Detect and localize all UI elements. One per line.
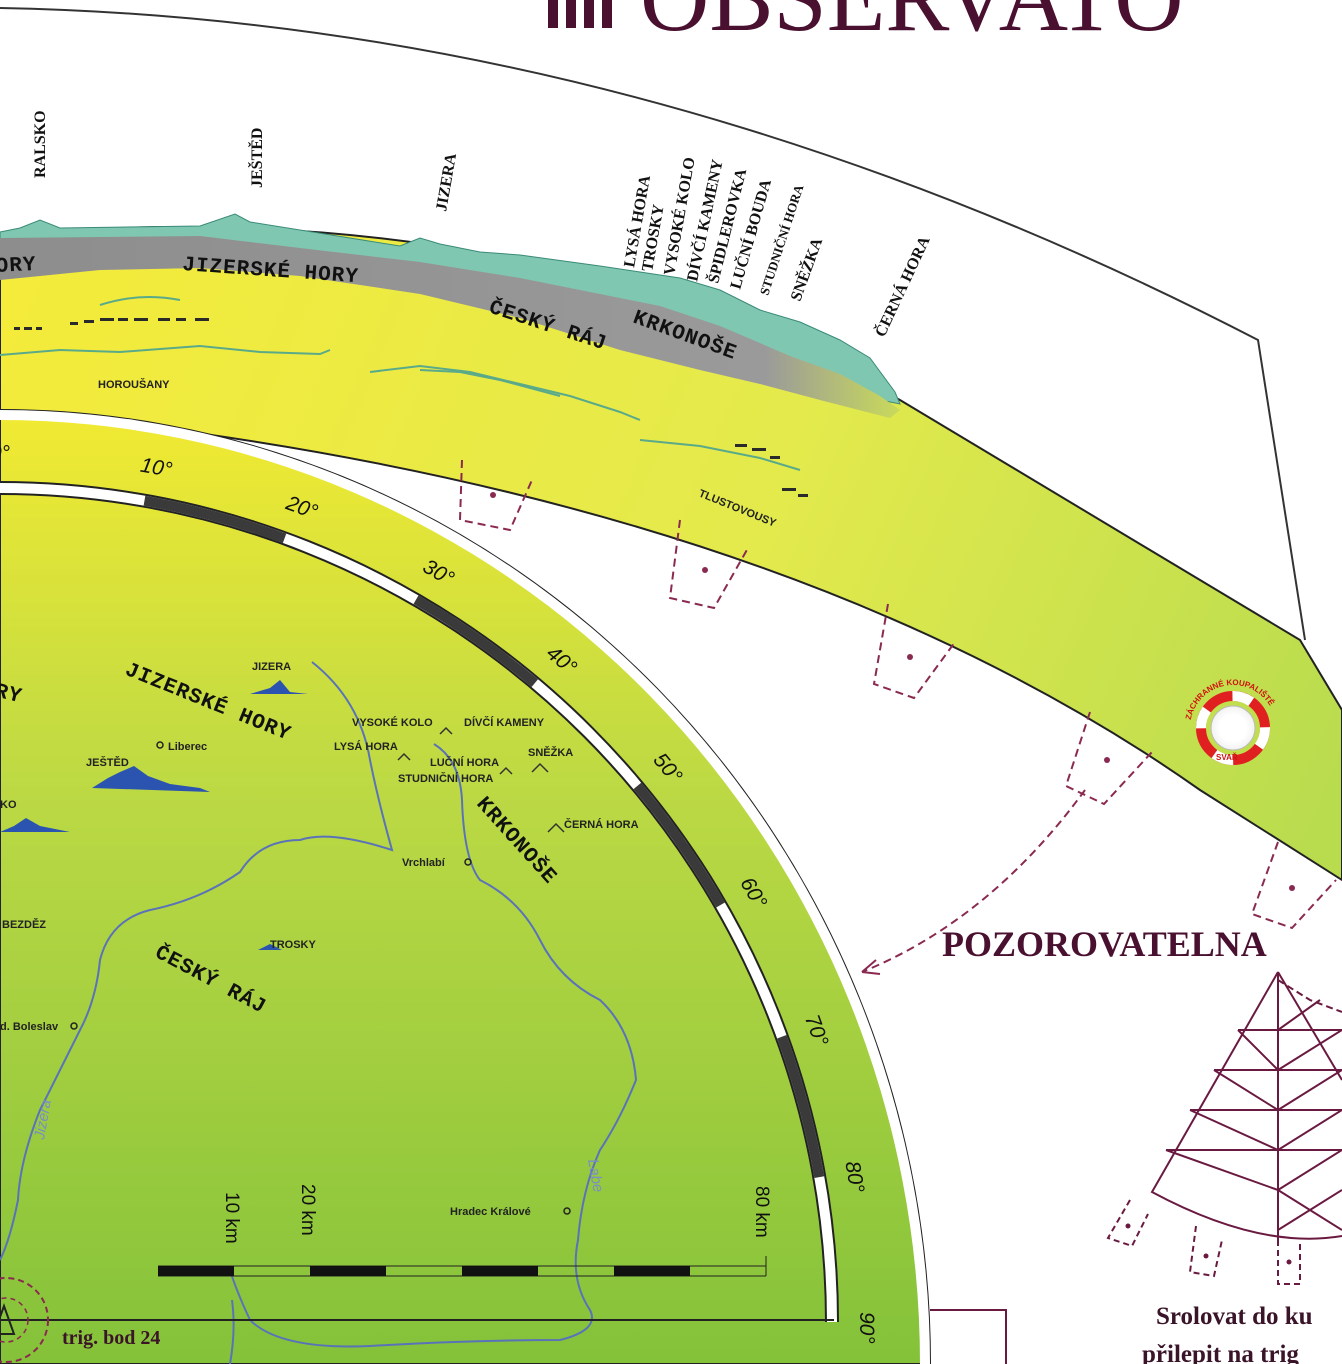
map-river-jizera: Jizera [31,1098,55,1141]
observatory-heading: POZOROVATELNA [942,924,1267,964]
map-peak-bezdez: BEZDĚZ [2,918,46,931]
degree-dark-segment [413,595,539,687]
map-peak-lysa-hora: LYSÁ HORA [334,740,398,753]
map-peak-lucni-hora: LUČNÍ HORA [430,756,499,769]
degree-label: 80° [840,1159,868,1194]
panorama-band [0,226,1342,882]
panorama-place-horousany: HOROUŠANY [98,378,170,391]
mountain-gray-band [0,236,900,418]
map-peak-jested: JEŠTĚD [86,756,129,769]
peak-label-jested: JEŠTĚD [247,128,266,188]
map-peak-ko: KO [0,799,17,811]
map-town-liberec: Liberec [168,741,207,753]
degree-dark-segment [143,495,287,543]
peak-label-ralsko: RALSKO [32,110,49,178]
map-town-boleslav: d. Boleslav [0,1021,59,1033]
label-box [930,1309,1007,1364]
map-peak-jizera: JIZERA [252,661,291,673]
degree-track-dark-segments [143,495,825,1179]
map-peak-divci-kameny: DÍVČÍ KAMENY [464,716,545,729]
observatory-tabs [1106,1199,1301,1285]
scale-label-80km: 80 km [751,1186,772,1238]
map-peak-markers [397,726,565,833]
panorama-outline [0,7,1306,641]
landscape-sketch [0,295,801,471]
observatory-tree-diagram [1150,971,1342,1240]
trig-point-icon [0,1277,49,1363]
title-fragment [548,0,612,28]
degree-label: 0° [0,442,10,465]
map-town-vrchlabi: Vrchlabí [402,857,446,869]
map-peak-snezka: SNĚŽKA [528,746,573,759]
map-peak-studnicni-hora: STUDNIČNÍ HORA [398,772,493,785]
peak-label-cerna-hora: ČERNÁ HORA [870,233,933,340]
glue-tabs [458,459,1337,973]
arrow-head [861,959,881,975]
degree-label: 90° [855,1312,878,1344]
degree-label: 10° [139,454,174,482]
page-title: OBSERVATO [640,0,1184,51]
peak-label-snezka: SNĚŽKA [786,235,827,304]
peak-label-jizera: JIZERA [433,152,460,213]
instruction-line-2: přilepit na trig [1142,1341,1299,1364]
degree-dark-segment [777,1035,825,1179]
village-marks [14,318,808,497]
instruction-line-1: Srolovat do ku [1156,1303,1313,1330]
map-peak-vysoke-kolo: VYSOKÉ KOLO [352,716,433,729]
observatory-tab-dots [1125,1223,1292,1265]
map-peaks [0,680,308,950]
degree-dark-segment [633,782,725,908]
map-peak-cerna-hora: ČERNÁ HORA [564,818,639,831]
glue-tab-dots [490,492,1295,891]
town-markers [70,741,571,1215]
scale-label-20km: 20 km [297,1184,318,1236]
map-town-hradec: Hradec Králové [450,1206,531,1218]
life-buoy-text-bottom: SVAŘ [1216,753,1238,762]
map-rivers [0,661,638,1364]
scale-bar [158,1256,767,1277]
map-place-labels: JIZERA JEŠTĚD KO VYSOKÉ KOLO DÍVČÍ KAMEN… [0,661,639,1218]
map-peak-trosky: TROSKY [270,939,317,951]
scale-label-10km: 10 km [221,1192,242,1244]
map-river-labe: Labe [584,1158,607,1194]
trig-label: trig. bod 24 [62,1327,160,1349]
panorama-range-left: ORY [0,254,37,279]
